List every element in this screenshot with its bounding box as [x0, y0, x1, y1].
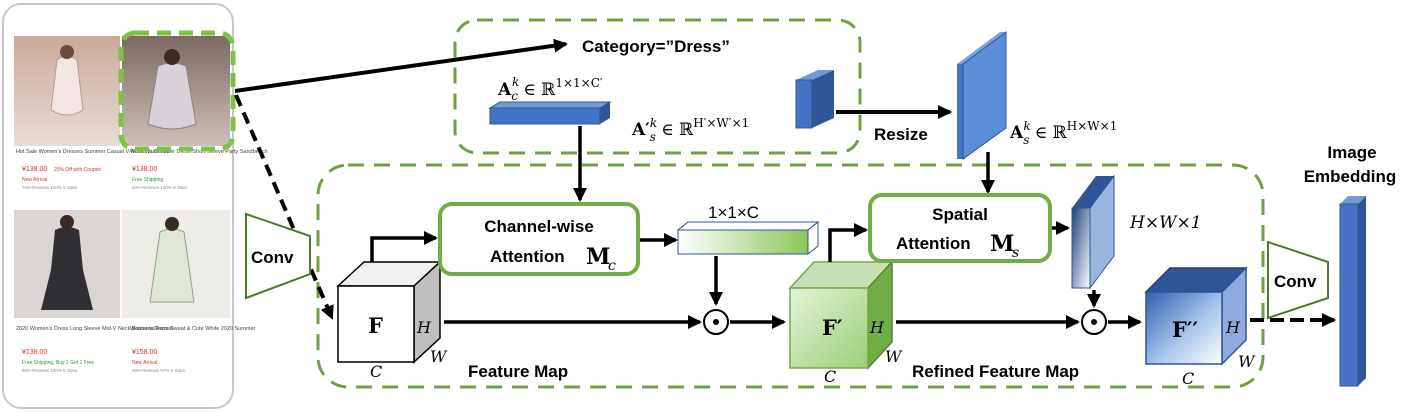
cube-F-c: C	[370, 362, 382, 381]
eq-as-prime-dims: H′×W′×1	[693, 116, 749, 130]
spatial-map-small	[795, 70, 834, 129]
cube-F-h: H	[416, 318, 432, 337]
selected-product-highlight	[118, 30, 236, 152]
refined-feature-map-label: Refined Feature Map	[912, 362, 1079, 381]
eq-as-rel: ∈ ℝ	[1035, 123, 1068, 143]
refined-cube-F-prime: F′ H W C	[788, 260, 903, 386]
cube-F-name: F	[368, 313, 383, 338]
spatial-attention-map	[1071, 174, 1115, 290]
product-price-4: ¥158.00	[132, 349, 157, 356]
multiply-node-1-dot	[713, 319, 719, 325]
multiply-node-2-dot	[1091, 319, 1097, 325]
arrow-to-feature-map	[234, 94, 334, 320]
product-tag-3: Free Shipping, Buy 1 Get 1 Free	[22, 360, 94, 366]
product-reviews-2: 800+Reviews 100% 5 Stars	[132, 185, 188, 190]
eq-ac-sub: c	[511, 89, 518, 103]
product-title-1: Hot Sale Women's Dresses Summer Casual V…	[16, 149, 170, 155]
dim-1x1xC: 1×1×C	[708, 203, 759, 222]
cube-F-w: W	[430, 347, 448, 366]
product-promo-1: 20% Off with Coupon	[54, 167, 101, 173]
spatial-attention-symbol: M	[990, 231, 1014, 257]
conv-block-right: Conv	[1267, 240, 1329, 320]
spatial-attribute-equation-prime: A′sk ∈ ℝH′×W′×1	[631, 116, 749, 144]
eq-ac-symbol: A	[497, 80, 512, 100]
conv-block-left: Conv	[245, 212, 311, 300]
product-reviews-3: 500+Reviews 100% 5 Stars	[22, 368, 78, 373]
product-card-3: 2020 Women's Dress Long Sleeve Mid-V Nec…	[14, 210, 173, 373]
image-embedding-line2: Embedding	[1304, 167, 1397, 186]
cube-F1-c: C	[824, 367, 836, 386]
product-price-1: ¥138.00	[22, 166, 47, 173]
channel-attention-line2: Attention	[490, 247, 565, 266]
image-embedding-line1: Image	[1327, 143, 1376, 162]
product-price-2: ¥138.00	[132, 166, 157, 173]
phone-mockup: Hot Sale Women's Dresses Summer Casual V…	[2, 3, 268, 409]
feature-map-label: Feature Map	[468, 362, 568, 381]
eq-as-dims: H×W×1	[1067, 119, 1118, 133]
cube-F1-w: W	[885, 347, 903, 366]
spatial-attention-line1: Spatial	[932, 205, 988, 224]
product-title-4: Women's Dress Sweat & Cute White 2020 Su…	[130, 326, 256, 332]
cube-F1-h: H	[869, 318, 885, 337]
channel-attention-sub: c	[608, 258, 616, 274]
cube-F1-name: F′	[822, 315, 843, 340]
eq-as-prime-rel: ∈ ℝ	[661, 120, 694, 140]
eq-as-prime-sup: k	[650, 116, 657, 130]
cube-F2-c: C	[1182, 369, 1194, 388]
product-title-3: 2020 Women's Dress Long Sleeve Mid-V Nec…	[16, 326, 173, 332]
eq-as-sup: k	[1023, 119, 1030, 133]
channel-vector-bar	[488, 101, 612, 125]
cube-F2-w: W	[1238, 352, 1256, 371]
cube-F2-name: F′′	[1172, 317, 1198, 342]
spatial-attention-sub: s	[1012, 245, 1019, 261]
eq-as-prime-symbol: A′	[631, 120, 650, 140]
cube-F2-h: H	[1225, 318, 1241, 337]
spatial-attention-line2: Attention	[896, 234, 971, 253]
arrow-to-category	[234, 38, 568, 93]
product-card-1: Hot Sale Women's Dresses Summer Casual V…	[14, 36, 170, 190]
eq-as-symbol: A	[1009, 123, 1024, 143]
product-card-4: Women's Dress Sweat & Cute White 2020 Su…	[122, 210, 256, 373]
eq-as-sub: s	[1023, 133, 1029, 147]
spatial-map-large	[957, 31, 1007, 160]
eq-as-prime-sub: s	[650, 130, 656, 144]
spatial-attribute-equation: Ask ∈ ℝH×W×1	[1009, 119, 1117, 147]
channel-attention-line1: Channel-wise	[484, 217, 594, 236]
dim-HxWx1: H×W×1	[1129, 213, 1202, 233]
svg-text:Ack∈ ℝ1×1×C′: Ack ∈ ℝ1×1×C′	[497, 75, 603, 103]
eq-ac-rel: ∈ ℝ	[523, 80, 556, 100]
product-tag-2: Free Shipping	[132, 177, 163, 183]
product-title-2: Women's Summer Dress Short Sleeve Party …	[130, 149, 268, 155]
arrow-F1-to-spatial-attention	[828, 223, 868, 262]
spatial-attention-box: Spatial Attention M s	[868, 193, 1052, 263]
svg-text:Ask∈ ℝH×W×1: Ask ∈ ℝH×W×1	[1009, 119, 1117, 147]
resize-label: Resize	[874, 125, 928, 144]
product-price-3: ¥138.00	[22, 349, 47, 356]
product-tag-1: New Arrival	[22, 177, 47, 183]
eq-ac-dims: 1×1×C′	[555, 76, 603, 90]
product-tag-4: New Arrival	[132, 360, 157, 366]
arrow-F-to-channel-attention	[370, 231, 438, 262]
product-reviews-4: 200+Reviews 97% 5 Stars	[132, 368, 186, 373]
channel-attention-box: Channel-wise Attention M c	[438, 202, 640, 276]
channel-attention-symbol: M	[586, 244, 610, 270]
attention-module-region	[316, 163, 1265, 389]
image-embedding-vector	[1339, 196, 1366, 387]
eq-ac-sup: k	[512, 75, 519, 89]
conv-left-label: Conv	[251, 248, 294, 267]
channel-attribute-equation: Ack ∈ ℝ1×1×C′	[497, 75, 603, 103]
feature-map-cube-F: F H W C	[336, 260, 448, 381]
refined-cube-F-double-prime: F′′ H W C	[1144, 266, 1256, 388]
conv-right-label: Conv	[1274, 272, 1317, 291]
product-reviews-1: 700+Reviews 100% 5 Stars	[22, 185, 78, 190]
channel-attention-vector	[676, 220, 820, 256]
svg-text:A′sk∈ ℝH′×W′×1: A′sk ∈ ℝH′×W′×1	[631, 116, 749, 144]
category-label: Category=”Dress”	[582, 37, 730, 56]
product-card-2: Women's Summer Dress Short Sleeve Party …	[122, 36, 268, 190]
